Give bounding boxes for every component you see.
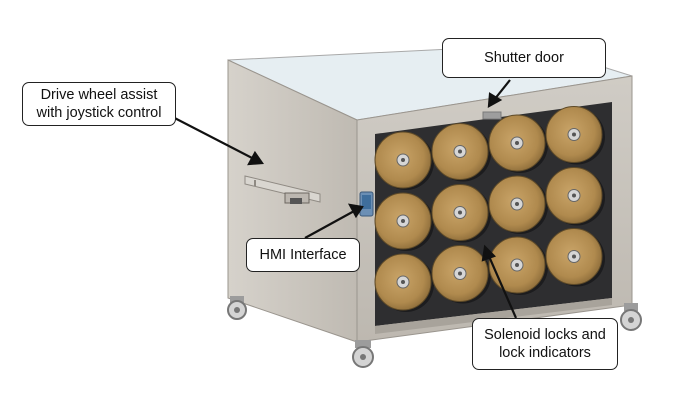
callout-drive-wheel: Drive wheel assist with joystick control	[22, 82, 176, 126]
reel	[488, 236, 548, 295]
cabinet-bottom-ledge	[375, 298, 612, 334]
arrow-shutter-door	[493, 79, 511, 101]
callout-drive-wheel-line2: with joystick control	[36, 105, 162, 121]
reel	[488, 175, 548, 234]
arrowhead-solenoid	[481, 244, 496, 262]
callout-hmi-interface-text: HMI Interface	[259, 247, 347, 263]
reel	[488, 114, 548, 173]
reel	[431, 245, 491, 304]
callout-solenoid-locks: Solenoid locks and lock indicators	[472, 318, 618, 370]
callout-solenoid-line1: Solenoid locks and	[484, 327, 606, 343]
callout-shutter-door-text: Shutter door	[484, 50, 564, 66]
reel	[545, 167, 605, 226]
arrowhead-hmi	[347, 203, 364, 219]
callout-drive-wheel-line1: Drive wheel assist	[40, 87, 158, 103]
callout-shutter-door: Shutter door	[442, 38, 606, 78]
shutter-door-handle	[482, 111, 502, 120]
reel	[431, 184, 491, 243]
reel	[431, 123, 491, 182]
callout-hmi-interface: HMI Interface	[246, 238, 360, 272]
reel	[374, 131, 434, 190]
caster-back-left	[227, 296, 247, 320]
reel	[545, 106, 605, 165]
arrow-solenoid	[486, 253, 518, 319]
reel	[374, 253, 434, 312]
hmi-screen	[362, 195, 371, 209]
reel	[374, 192, 434, 251]
reel	[545, 228, 605, 287]
arrow-drive-wheel	[162, 111, 257, 161]
caster-front-right	[620, 303, 642, 331]
arrowhead-shutter-door	[487, 92, 503, 108]
callout-solenoid-line2: lock indicators	[499, 345, 591, 361]
arrow-hmi	[304, 209, 357, 239]
reel-grid	[374, 106, 605, 312]
arrowhead-drive-wheel	[247, 150, 265, 166]
drive-wheel-handle	[244, 175, 321, 204]
caster-front-left	[352, 340, 374, 368]
